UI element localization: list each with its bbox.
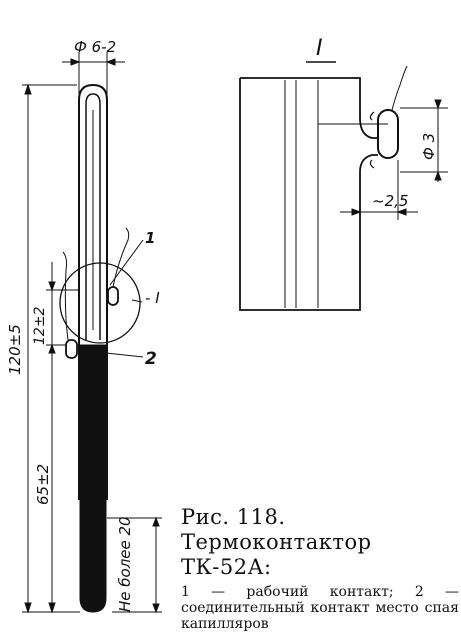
label-leader-2: 2 [145,349,157,369]
label-height-total: 120±5 [6,324,24,375]
wire-1 [112,227,130,288]
label-contact-gap: ~2,5 [372,192,408,210]
label-leader-1: 1 [145,229,155,247]
dim-contact-diameter [400,99,448,182]
wire-2 [62,251,69,341]
dim-bulb-limit [107,516,162,614]
detail-view [239,65,408,311]
detail-circle [59,262,141,344]
dim-diameter-top [62,52,125,98]
label-bulb-limit: Не более 20 [116,516,134,612]
contact-1 [107,286,119,306]
label-diameter-top: Ф 6-2 [74,38,116,56]
label-lower-length: 65±2 [34,464,52,505]
dim-contact-gap [340,160,418,220]
contact-2 [65,339,78,359]
detail-title: I [316,36,323,61]
dim-capillary-offset [46,262,79,365]
thermometer [78,83,108,613]
figure-caption: Рис. 118. Термоконтактор ТК-52А: 1 — раб… [181,505,459,632]
label-capillary-offset: 12±2 [32,306,48,345]
dim-lower-length [48,365,56,614]
leader-line-detail [131,299,143,303]
caption-text: 1 — рабочий контакт; 2 — соединительный … [181,584,459,632]
label-contact-diameter: Ф 3 [420,133,438,160]
detail-contact [377,109,399,159]
dim-height-total [22,83,80,614]
mercury-bulb [79,344,107,613]
caption-title: Рис. 118. Термоконтактор ТК-52А: [181,505,372,579]
leader-line-2 [77,349,144,358]
label-detail-callout: - I [145,289,160,307]
